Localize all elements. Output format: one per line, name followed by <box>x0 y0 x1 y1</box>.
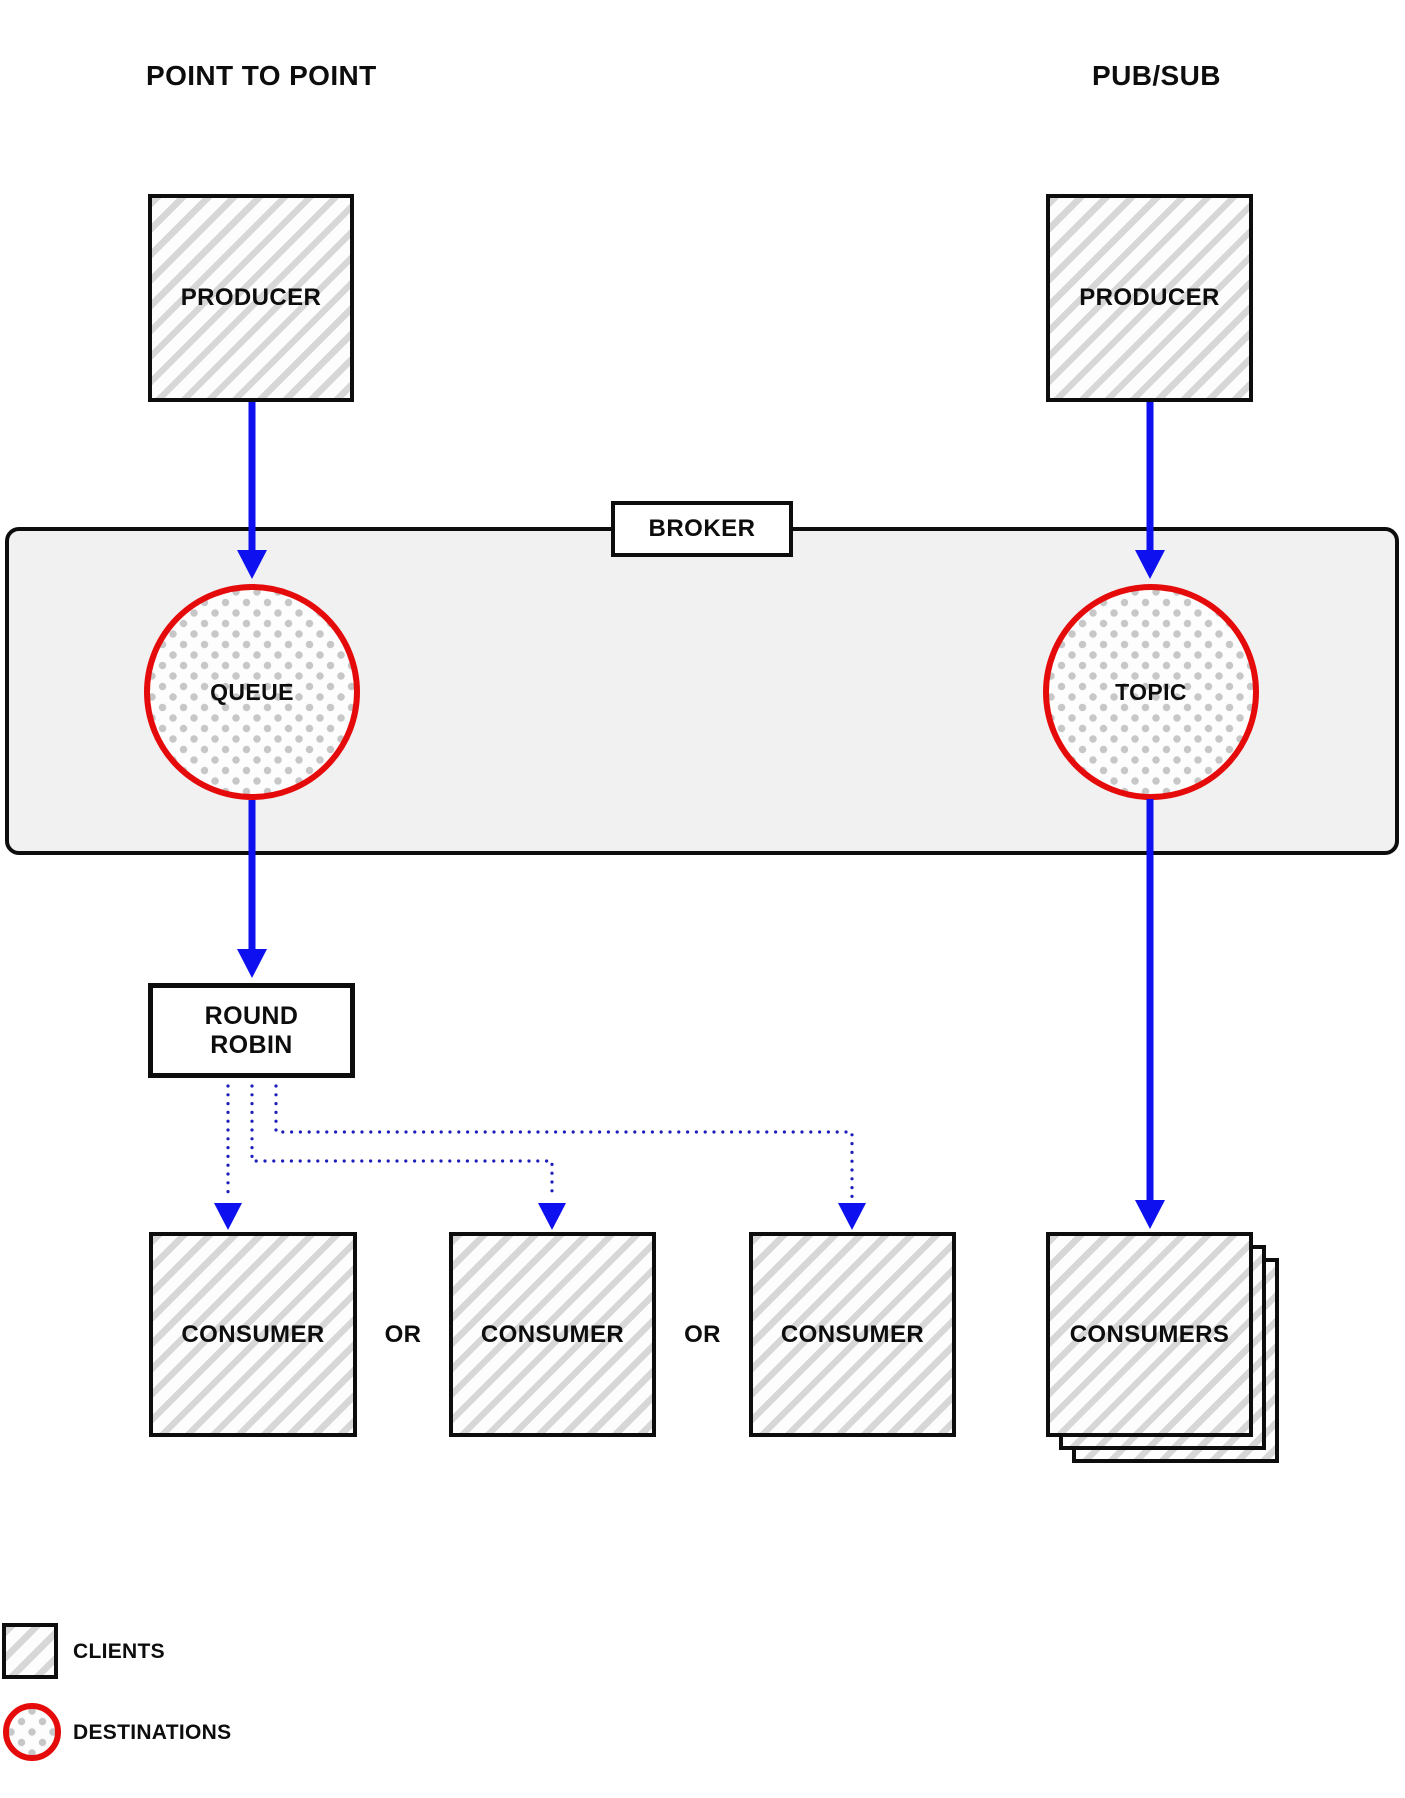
producer-node-pub-sub: PRODUCER <box>1046 194 1253 402</box>
broker-label-box: BROKER <box>611 501 793 557</box>
consumer-label: CONSUMER <box>780 1320 925 1348</box>
clients-legend-label: CLIENTS <box>73 1640 165 1663</box>
consumers-label: CONSUMERS <box>1069 1320 1230 1348</box>
round-robin-box: ROUND ROBIN <box>148 983 355 1078</box>
arrow-topic-to-consumers <box>1135 799 1165 1229</box>
producer-node-point-to-point: PRODUCER <box>148 194 354 402</box>
or-label: OR <box>384 1320 422 1348</box>
destinations-legend-label: DESTINATIONS <box>73 1721 232 1744</box>
dotted-arrow-round-robin-to-consumer-2 <box>250 1084 566 1230</box>
producer-label: PRODUCER <box>1079 284 1220 311</box>
destinations-legend-swatch-icon <box>3 1703 61 1761</box>
producer-label: PRODUCER <box>180 284 322 311</box>
topic-destination-circle: TOPIC <box>1043 584 1259 800</box>
queue-label: QUEUE <box>210 678 294 705</box>
clients-legend-swatch-icon <box>2 1623 58 1679</box>
topic-label: TOPIC <box>1115 678 1187 705</box>
consumer-label: CONSUMER <box>181 1320 325 1348</box>
queue-destination-circle: QUEUE <box>144 584 360 800</box>
consumer-node-3: CONSUMER <box>749 1232 956 1437</box>
or-label: OR <box>684 1320 721 1348</box>
consumers-stack-front: CONSUMERS <box>1046 1232 1253 1437</box>
consumer-node-1: CONSUMER <box>149 1232 357 1437</box>
round-robin-label: ROUND ROBIN <box>204 1002 299 1059</box>
broker-label: BROKER <box>648 515 756 542</box>
consumer-label: CONSUMER <box>480 1320 625 1348</box>
pub-sub-heading: PUB/SUB <box>1092 60 1221 91</box>
or-separator-2: OR <box>656 1232 749 1437</box>
point-to-point-heading: POINT TO POINT <box>146 60 377 91</box>
or-separator-1: OR <box>357 1232 449 1437</box>
consumer-node-2: CONSUMER <box>449 1232 656 1437</box>
dotted-arrow-round-robin-to-consumer-1 <box>214 1084 242 1230</box>
dotted-arrow-round-robin-to-consumer-3 <box>274 1084 866 1230</box>
